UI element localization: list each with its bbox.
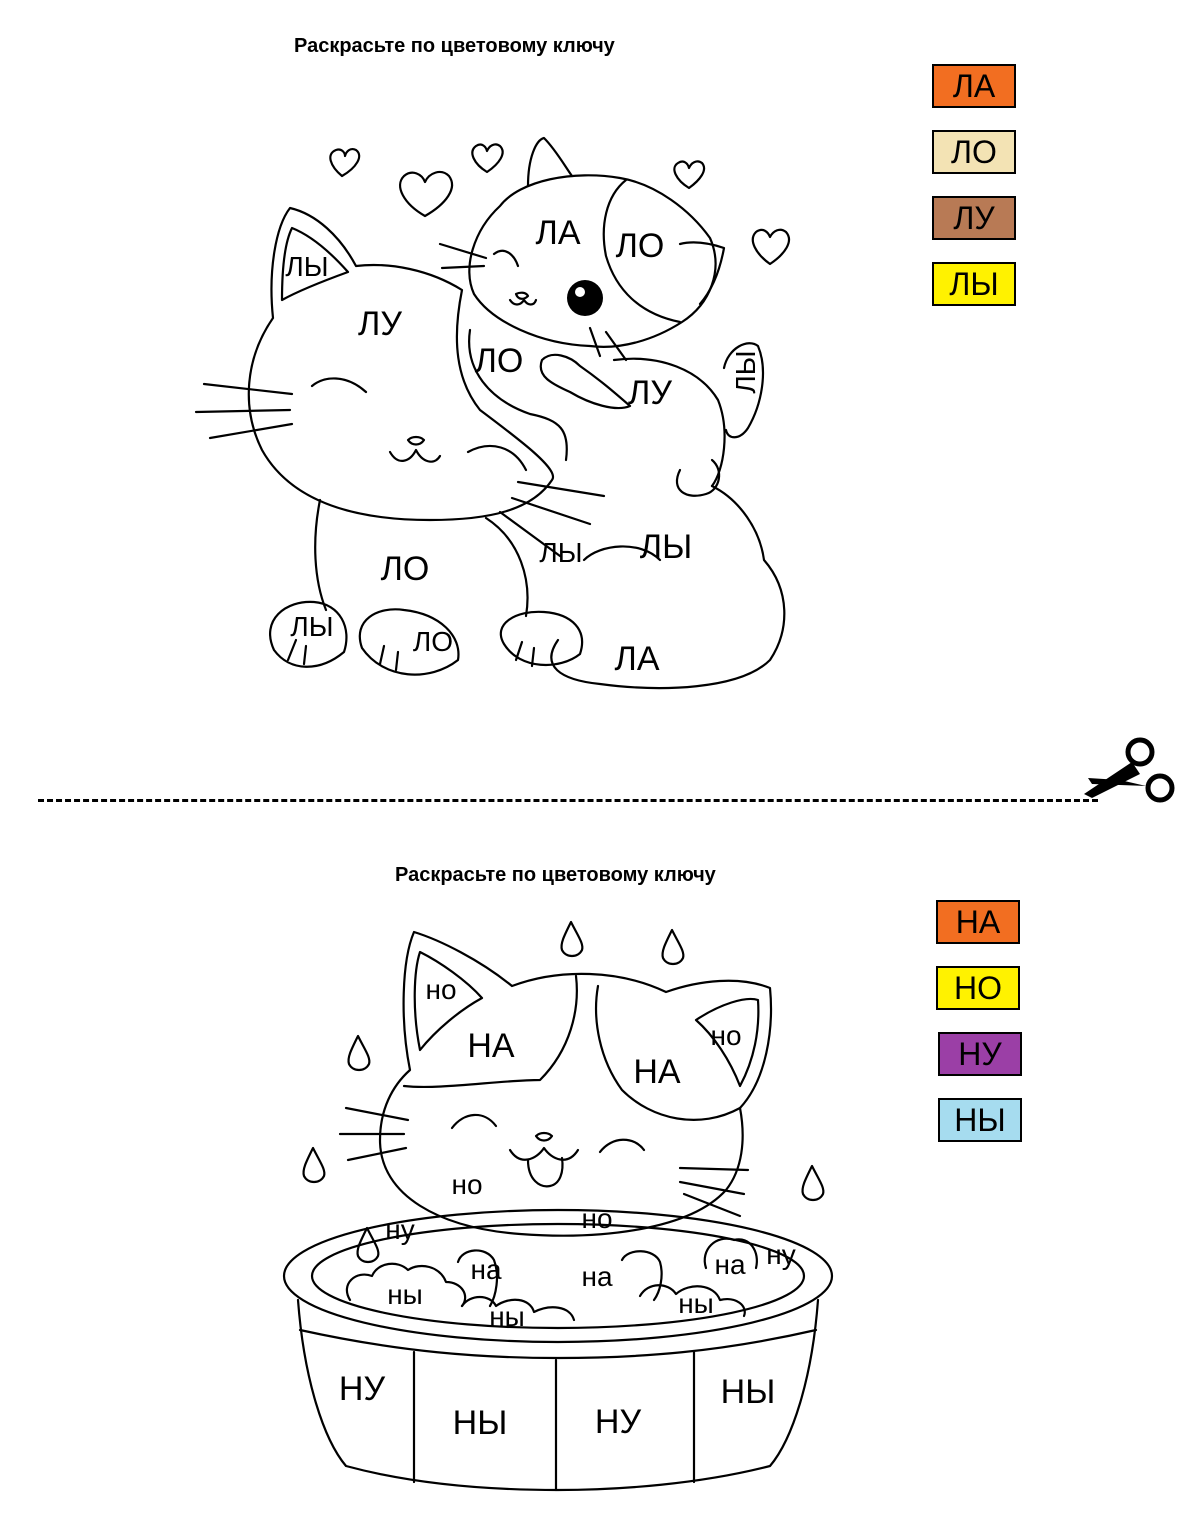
kitten-back	[550, 484, 786, 690]
heart-icon	[751, 228, 791, 266]
drop-icon	[661, 928, 685, 966]
area-label: на	[714, 1249, 746, 1280]
sheet2-key-ny: НЫ	[938, 1098, 1022, 1142]
cat-ear	[694, 997, 760, 1088]
basin-rim	[282, 1208, 834, 1344]
cat-paw-left	[456, 1249, 499, 1308]
kitten-ear	[678, 241, 726, 306]
area-label: НА	[633, 1053, 681, 1091]
area-label: но	[425, 974, 457, 1005]
kitten-paw	[539, 353, 632, 410]
kitten-body	[468, 328, 726, 488]
sheet1-key-lu: ЛУ	[932, 196, 1016, 240]
two-cats-illustration	[194, 136, 791, 690]
heart-icon	[471, 143, 504, 174]
head-patch	[402, 974, 578, 1089]
area-label: ЛО	[474, 342, 524, 380]
mouth	[508, 1146, 580, 1161]
big-cat-body	[314, 498, 529, 618]
kitten-patch	[602, 178, 682, 324]
cut-line	[38, 799, 1098, 802]
big-cat-paw	[358, 608, 460, 676]
area-label: НЫ	[720, 1373, 776, 1411]
kitten-tail	[722, 342, 764, 439]
area-label: ЛУ	[358, 305, 402, 343]
heart-icon	[329, 148, 361, 178]
area-label: ЛА	[614, 640, 660, 678]
sheet2-key-no: НО	[936, 966, 1020, 1010]
mouth	[388, 448, 442, 463]
area-label: ЛЫ	[290, 611, 334, 642]
basin-band	[298, 1328, 818, 1360]
sheet1-heading: Раскрасьте по цветовому ключу	[294, 35, 615, 57]
sheet2-heading: Раскрасьте по цветовому ключу	[395, 864, 716, 886]
drop-icon	[302, 1146, 326, 1184]
nose	[406, 435, 426, 446]
area-label: но	[451, 1169, 483, 1200]
kitten-ear	[526, 136, 574, 188]
closed-eye	[310, 377, 368, 394]
area-label: ЛО	[412, 626, 454, 657]
closed-eye	[450, 1113, 498, 1130]
area-label: ны	[489, 1301, 525, 1332]
drop-icon	[347, 1034, 371, 1072]
area-label: на	[581, 1261, 613, 1292]
area-label: НЫ	[452, 1404, 508, 1442]
closed-eye	[598, 1138, 646, 1154]
area-label: ЛЫ	[285, 251, 329, 282]
area-label: ЛУ	[628, 374, 672, 412]
foam	[345, 1262, 467, 1308]
cat-head	[378, 930, 773, 1237]
area-label: НУ	[594, 1403, 642, 1441]
area-label: ны	[678, 1288, 714, 1319]
kitten-paw	[675, 458, 721, 497]
area-label: ЛО	[380, 550, 430, 588]
area-label: но	[710, 1020, 742, 1051]
heart-icon	[399, 170, 454, 218]
kitten-hind-paw	[499, 610, 584, 666]
area-label: но	[581, 1203, 613, 1234]
area-label: на	[470, 1254, 502, 1285]
area-label: ны	[387, 1279, 423, 1310]
sheet1-key-ly: ЛЫ	[932, 262, 1016, 306]
area-label: ЛЫ	[639, 528, 693, 566]
area-label: ЛЫ	[539, 537, 583, 568]
foam	[460, 1295, 576, 1322]
tongue	[526, 1156, 564, 1188]
sheet1-key-la: ЛА	[932, 64, 1016, 108]
cat-ear	[413, 950, 484, 1052]
basin-inner	[310, 1222, 806, 1330]
area-label: ЛО	[615, 227, 665, 265]
drop-icon	[801, 1164, 825, 1202]
big-cat-ear	[280, 226, 350, 302]
sheet2-key-na: НА	[936, 900, 1020, 944]
big-cat-paw	[269, 600, 348, 668]
foam	[638, 1284, 746, 1318]
closed-eye	[466, 444, 528, 472]
nose	[534, 1131, 554, 1142]
area-label: ЛА	[535, 214, 581, 252]
sheet1-key-lo: ЛО	[932, 130, 1016, 174]
area-label: НА	[467, 1027, 515, 1065]
heart-icon	[673, 160, 706, 190]
scissors-icon	[1084, 737, 1175, 803]
sheet2-key-nu: НУ	[938, 1032, 1022, 1076]
area-label: НУ	[338, 1370, 386, 1408]
cat-paw-right	[620, 1250, 663, 1302]
basin-body	[296, 1298, 820, 1492]
kitten-head	[468, 174, 717, 348]
head-patch	[595, 984, 742, 1121]
area-label: ну	[766, 1239, 796, 1270]
drop-icon	[560, 920, 584, 958]
big-cat-head	[247, 206, 555, 522]
foam	[703, 1237, 758, 1270]
winking-eye	[492, 249, 520, 268]
area-label: ну	[385, 1214, 415, 1245]
